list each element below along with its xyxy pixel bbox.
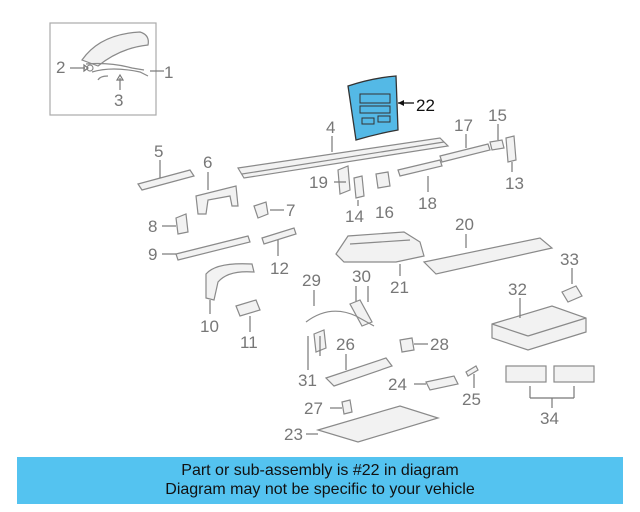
part-11 <box>235 299 261 332</box>
part-18 <box>397 159 443 192</box>
part-4 <box>237 136 450 179</box>
callout-14: 14 <box>345 207 364 226</box>
callout-13: 13 <box>505 174 524 193</box>
callout-3: 3 <box>114 91 123 110</box>
callout-18: 18 <box>418 194 437 213</box>
callout-labels: 1 2 3 4 5 6 7 8 9 10 11 12 13 14 15 16 1… <box>56 58 579 444</box>
callout-16: 16 <box>375 203 394 222</box>
callout-23: 23 <box>284 425 303 444</box>
callout-15: 15 <box>488 106 507 125</box>
callout-28: 28 <box>430 335 449 354</box>
callout-32: 32 <box>508 280 527 299</box>
inset-detail <box>49 22 164 116</box>
callout-34: 34 <box>540 409 559 428</box>
part-8 <box>162 213 189 235</box>
callout-24: 24 <box>388 375 407 394</box>
part-15 <box>489 124 505 151</box>
part-13 <box>505 135 517 172</box>
part-17 <box>439 134 491 163</box>
callout-7: 7 <box>286 201 295 220</box>
part-34 <box>505 365 595 408</box>
callout-9: 9 <box>148 245 157 264</box>
callout-1: 1 <box>164 63 173 82</box>
part-9 <box>162 235 251 261</box>
part-30 <box>349 286 373 327</box>
parts-19-14-16 <box>334 165 391 206</box>
part-20 <box>422 234 554 275</box>
part-6 <box>195 172 239 215</box>
part-23 <box>306 405 441 443</box>
callout-8: 8 <box>148 217 157 236</box>
part-25 <box>465 365 479 388</box>
callout-21: 21 <box>390 278 409 297</box>
part-31 <box>307 329 327 370</box>
callout-29: 29 <box>302 271 321 290</box>
part-33 <box>561 268 583 303</box>
callout-4: 4 <box>326 118 335 137</box>
callout-31: 31 <box>298 371 317 390</box>
callout-30: 30 <box>352 267 371 286</box>
callout-10: 10 <box>200 317 219 336</box>
part-10 <box>205 263 255 314</box>
callout-26: 26 <box>336 335 355 354</box>
banner-line-2: Diagram may not be specific to your vehi… <box>165 481 475 498</box>
part-21 <box>335 231 425 276</box>
part-29 <box>305 290 375 327</box>
part-7 <box>253 201 284 219</box>
callout-27: 27 <box>304 399 323 418</box>
callout-6: 6 <box>203 153 212 172</box>
info-banner: Part or sub-assembly is #22 in diagram D… <box>17 457 623 504</box>
part-12 <box>261 227 297 256</box>
callout-5: 5 <box>154 142 163 161</box>
callout-33: 33 <box>560 250 579 269</box>
parts-diagram: 1 2 3 4 5 6 7 8 9 10 11 12 13 14 15 16 1… <box>49 22 595 444</box>
callout-11: 11 <box>240 333 258 352</box>
callout-25: 25 <box>462 390 481 409</box>
callout-22: 22 <box>416 96 435 115</box>
part-22-highlighted <box>347 75 414 141</box>
part-26 <box>324 354 393 387</box>
callout-17: 17 <box>454 116 473 135</box>
callout-20: 20 <box>455 215 474 234</box>
part-24 <box>414 375 459 391</box>
part-28 <box>399 337 428 353</box>
part-32 <box>491 298 587 351</box>
banner-line-1: Part or sub-assembly is #22 in diagram <box>181 462 459 479</box>
part-5 <box>137 160 195 191</box>
callout-19: 19 <box>309 173 328 192</box>
part-27 <box>330 399 353 415</box>
callout-12: 12 <box>270 259 289 278</box>
callout-2: 2 <box>56 58 65 77</box>
